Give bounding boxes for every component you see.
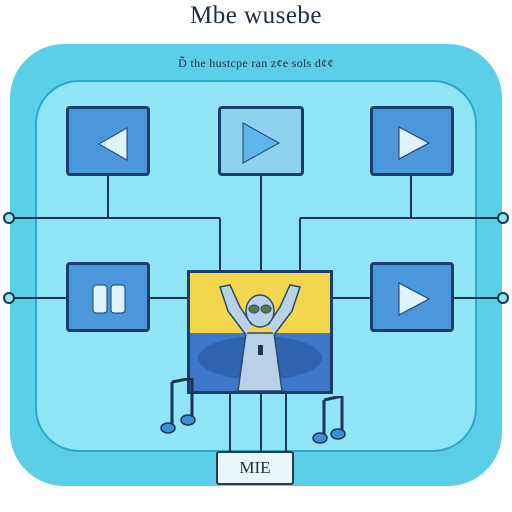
music-note-icon — [312, 396, 346, 444]
singer-illustration — [190, 273, 330, 391]
left-connector-top — [3, 212, 15, 224]
next-button[interactable] — [370, 262, 454, 332]
rewind-icon — [97, 127, 128, 161]
forward-icon — [398, 126, 431, 160]
pause-icon — [92, 284, 126, 314]
left-connector-bottom — [3, 292, 15, 304]
app-title: Mbe wusebe — [189, 2, 323, 29]
music-note-icon — [160, 378, 196, 434]
play-icon — [242, 122, 281, 164]
right-connector-top — [497, 212, 509, 224]
forward-button[interactable] — [370, 106, 454, 176]
album-art-screen — [187, 270, 333, 394]
right-connector-bottom — [497, 292, 509, 304]
player-subtitle: D̃̃̃ the hustcpe ran z¢e sols d¢¢ — [178, 56, 334, 70]
play-button[interactable] — [218, 106, 304, 176]
rewind-button[interactable] — [66, 106, 150, 176]
next-icon — [398, 282, 431, 316]
pause-button[interactable] — [66, 262, 150, 332]
footer-label: MIE — [216, 451, 294, 485]
